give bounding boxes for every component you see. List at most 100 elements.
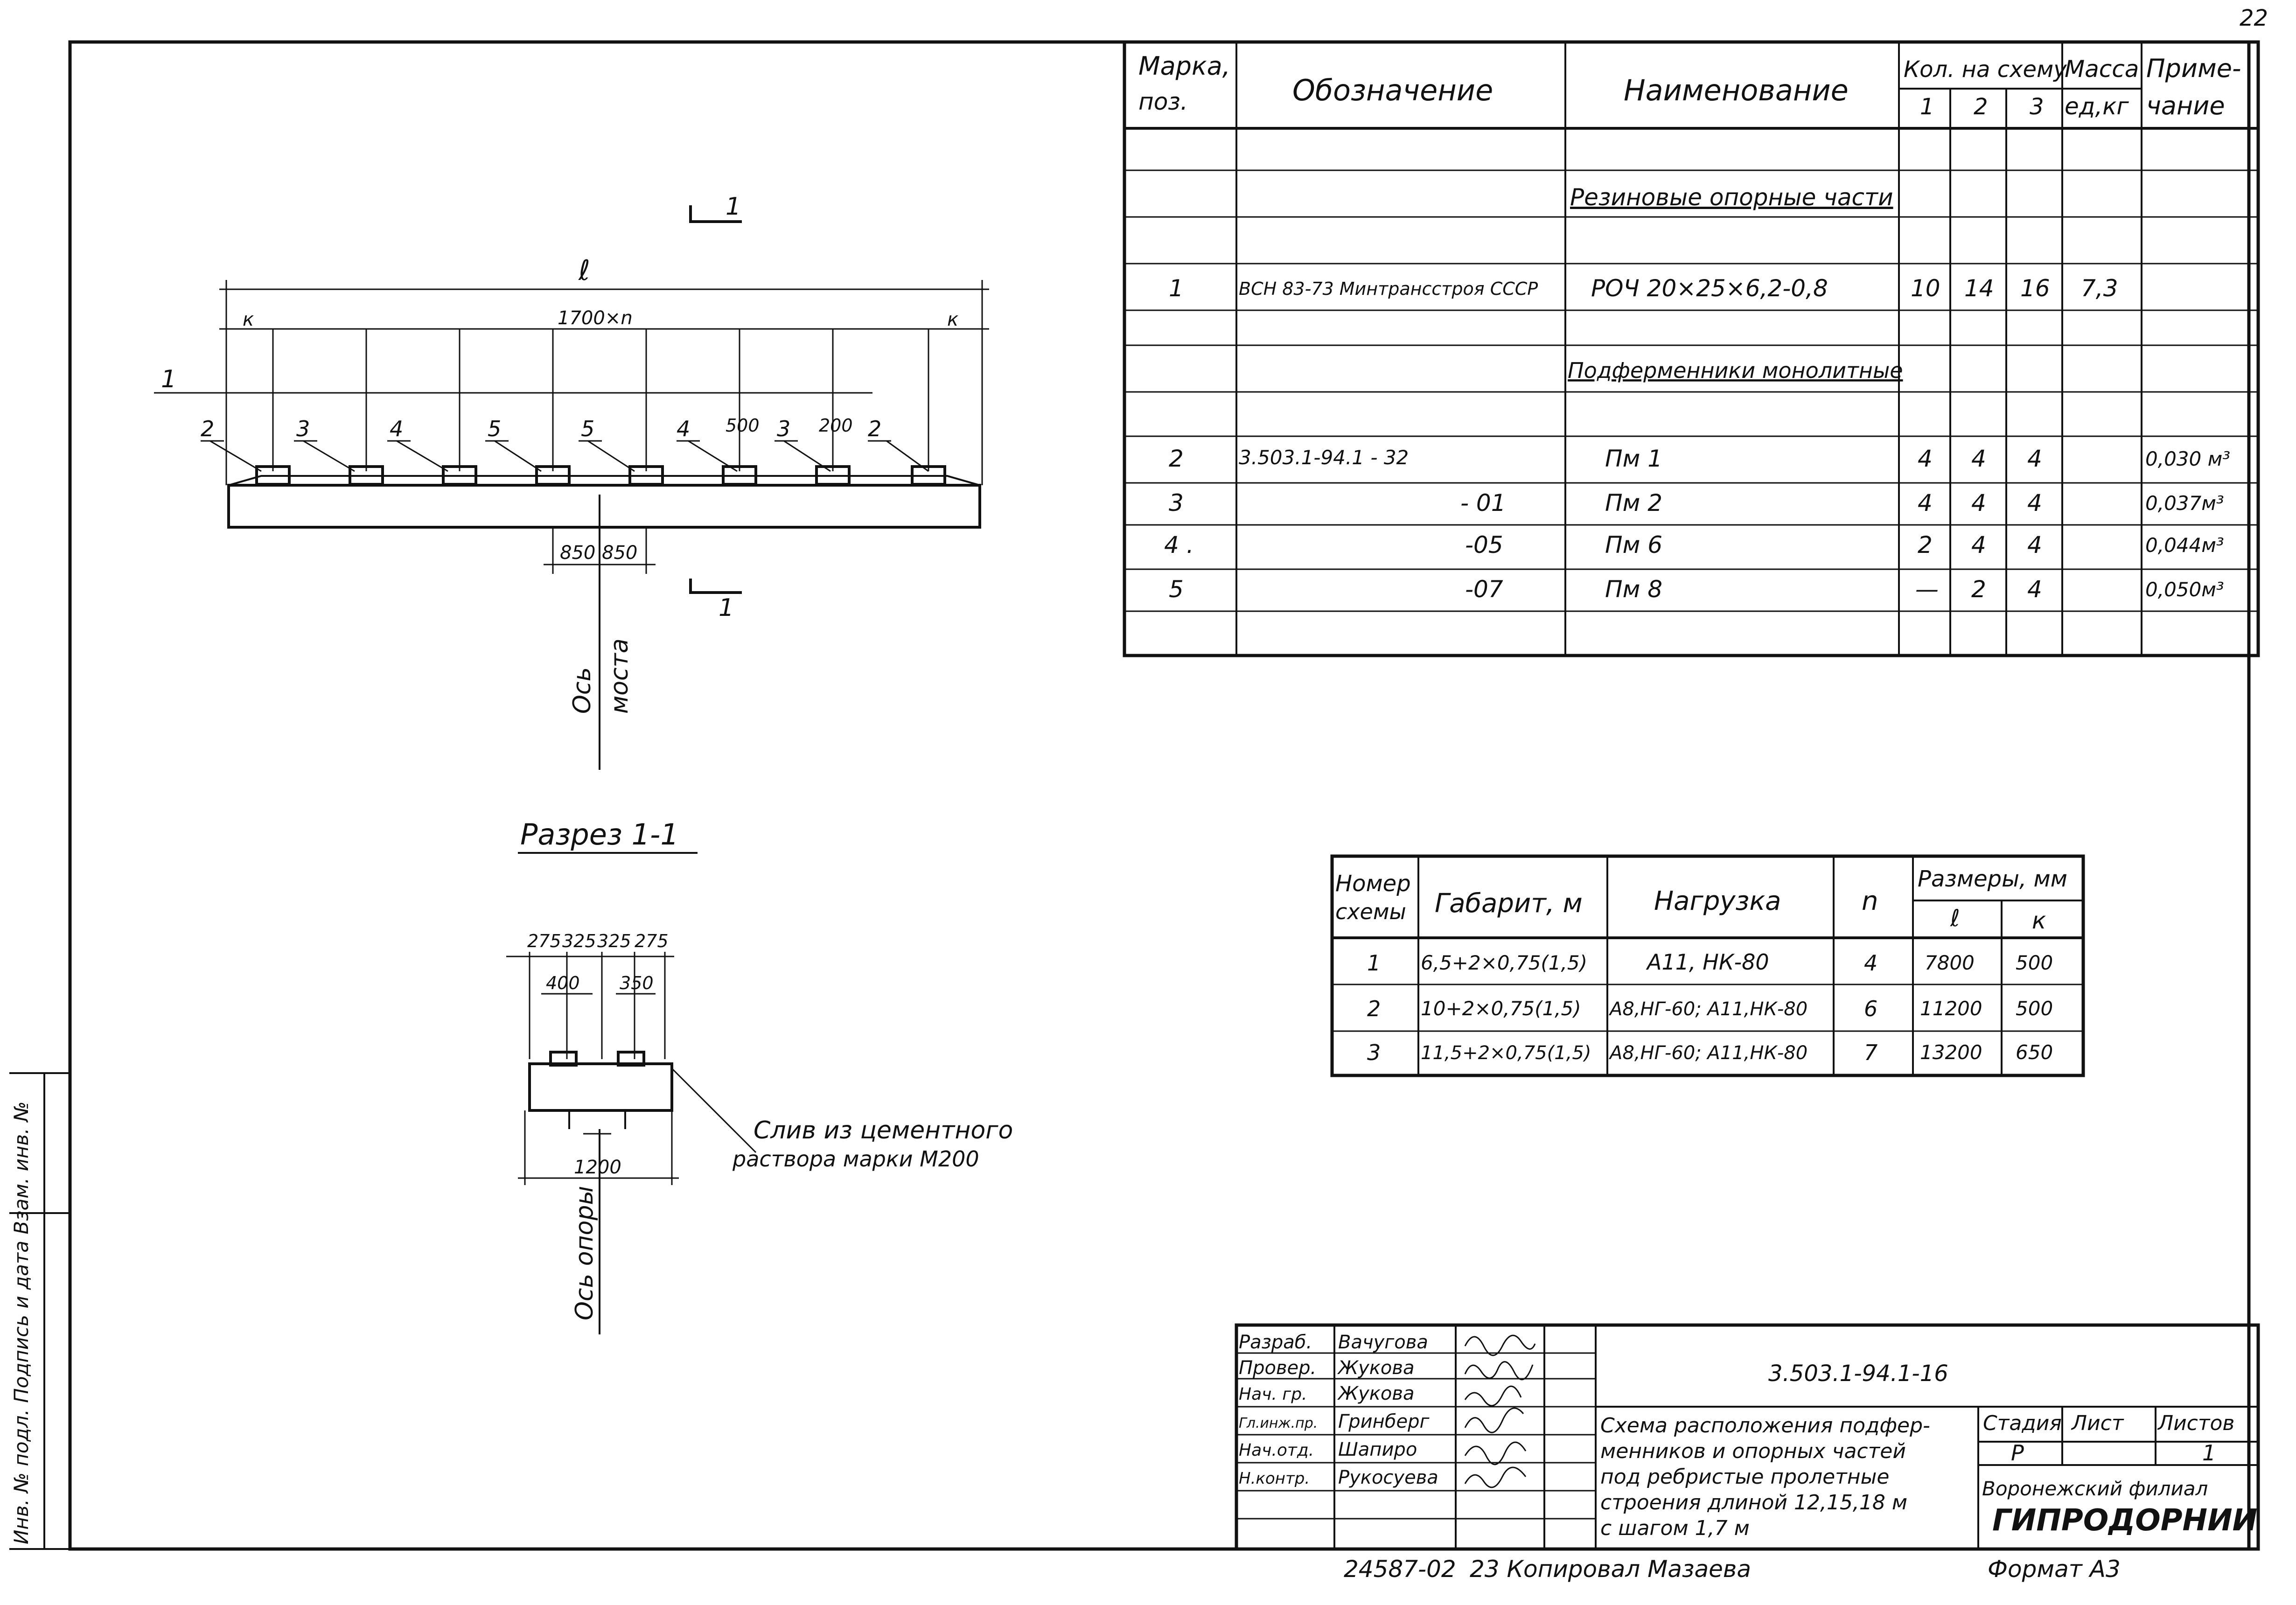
svg-text:1: 1	[1367, 950, 1381, 976]
svg-text:4: 4	[1971, 531, 1986, 558]
svg-text:0,050м³: 0,050м³	[2145, 578, 2224, 601]
svg-text:0,044м³: 0,044м³	[2145, 534, 2224, 557]
svg-text:4: 4	[1864, 950, 1877, 976]
svg-text:5: 5	[1169, 576, 1184, 603]
pad-extension-lines	[272, 329, 929, 471]
sheets-value: 1	[2202, 1440, 2216, 1465]
pour-leader	[671, 1068, 757, 1153]
bearing-pads	[255, 465, 946, 486]
header-sizes: Размеры, мм	[1918, 866, 2067, 892]
dim-200: 200	[819, 415, 853, 436]
dim-k-left: к	[243, 309, 254, 330]
pad-label: 4	[390, 416, 403, 441]
svg-text:4: 4	[1971, 489, 1986, 516]
svg-text:2: 2	[1918, 531, 1933, 558]
svg-text:Пм 6: Пм 6	[1605, 531, 1662, 558]
svg-text:7,3: 7,3	[2081, 275, 2118, 302]
svg-text:ВСН 83-73 Минтрансстроя СССР: ВСН 83-73 Минтрансстроя СССР	[1239, 279, 1538, 299]
svg-text:500: 500	[2016, 951, 2053, 974]
header-mass: Масса	[2065, 56, 2139, 83]
pad-label: 3	[296, 416, 310, 441]
svg-text:4: 4	[2027, 576, 2042, 603]
pad-label: 2	[201, 416, 214, 441]
section-cap	[528, 1062, 673, 1112]
header-pos: поз.	[1138, 88, 1188, 115]
svg-text:А8,НГ-60; А11,НК-80: А8,НГ-60; А11,НК-80	[1608, 998, 1807, 1020]
table-row: 1 6,5+2×0,75(1,5) А11, НК-80 4 7800 500	[1367, 949, 2053, 976]
format-label: Формат А3	[1988, 1556, 2121, 1583]
section-view: Разрез 1-1 275 325 325 275 400 350 1200 …	[506, 817, 1013, 1334]
svg-text:2: 2	[1169, 445, 1184, 472]
svg-text:4: 4	[2027, 489, 2042, 516]
section-mark-top	[689, 205, 742, 223]
svg-text:строения длиной 12,15,18 м: строения длиной 12,15,18 м	[1600, 1491, 1907, 1514]
pad-label: 5	[488, 416, 501, 441]
margin-stamp: Инв. № подл. Подпись и дата Взам. инв. №	[10, 1101, 33, 1544]
pour-note-2: раствора марки М200	[732, 1146, 979, 1172]
mortar-layer	[228, 475, 980, 486]
signatures-list: Разраб. Вачугова Провер. Жукова Нач. гр.…	[1239, 1332, 1438, 1488]
dim-325-left: 325	[562, 931, 596, 951]
svg-text:14: 14	[1964, 275, 1994, 302]
svg-text:7: 7	[1864, 1040, 1877, 1065]
section-title: Разрез 1-1	[520, 817, 679, 851]
pad-label: 4	[677, 416, 690, 441]
axis-bridge-label-1: Ось	[568, 667, 596, 714]
svg-text:Схема расположения подфер-: Схема расположения подфер-	[1600, 1414, 1930, 1438]
svg-text:4: 4	[1918, 445, 1933, 472]
svg-text:—: —	[1915, 576, 1939, 603]
dim-350: 350	[620, 973, 654, 993]
table-row: 4 . -05 Пм 6 2 4 4 0,044м³	[1164, 531, 2224, 558]
dim-400: 400	[546, 973, 580, 993]
support-cap	[227, 484, 981, 529]
drawing-description: Схема расположения подфер- менников и оп…	[1600, 1414, 1930, 1540]
header-load: Нагрузка	[1654, 886, 1781, 916]
pad-labels: 2 3 4 5 5 4 3 2	[201, 416, 881, 441]
svg-text:11,5+2×0,75(1,5): 11,5+2×0,75(1,5)	[1421, 1042, 1591, 1064]
svg-text:Шапиро: Шапиро	[1338, 1439, 1417, 1460]
svg-text:0,037м³: 0,037м³	[2145, 492, 2224, 515]
sheets-label: Листов	[2157, 1411, 2234, 1435]
header-note: Приме-	[2146, 54, 2241, 83]
pad-leaders	[201, 440, 929, 472]
svg-text:6,5+2×0,75(1,5): 6,5+2×0,75(1,5)	[1421, 951, 1587, 974]
header-qty-3: 3	[2030, 94, 2044, 120]
svg-text:А11, НК-80: А11, НК-80	[1646, 949, 1769, 975]
header-n: n	[1862, 886, 1878, 916]
table-row: 5 -07 Пм 8 — 2 4 0,050м³	[1169, 576, 2224, 603]
elevation-view: 1 1 ℓ к к 1700×n 1	[154, 193, 989, 770]
svg-text:Жукова: Жукова	[1337, 1357, 1414, 1379]
svg-text:3: 3	[1169, 489, 1184, 516]
callout-1: 1	[161, 365, 176, 393]
svg-text:Пм 1: Пм 1	[1605, 445, 1662, 472]
svg-text:Вачугова: Вачугова	[1338, 1332, 1428, 1353]
dim-spacing: 1700×n	[558, 307, 633, 329]
svg-text:- 01: - 01	[1460, 489, 1506, 516]
header-gabarit: Габарит, м	[1435, 888, 1583, 919]
dim-325-right: 325	[597, 931, 631, 951]
svg-text:4: 4	[2027, 531, 2042, 558]
svg-text:6: 6	[1864, 996, 1877, 1021]
archive-number: 24587-02	[1344, 1556, 1456, 1583]
svg-text:А8,НГ-60; А11,НК-80: А8,НГ-60; А11,НК-80	[1608, 1042, 1807, 1064]
header-name: Наименование	[1624, 73, 1849, 107]
svg-text:3: 3	[1367, 1040, 1381, 1065]
header-qty-2: 2	[1974, 94, 1988, 120]
svg-text:Пм 8: Пм 8	[1605, 576, 1662, 603]
dim-275-left: 275	[527, 931, 561, 951]
svg-text:Рукосуева: Рукосуева	[1338, 1467, 1438, 1488]
dim-500: 500	[726, 415, 760, 436]
header-qty: Кол. на схему	[1904, 56, 2067, 83]
header-note-2: чание	[2146, 91, 2225, 120]
svg-text:Нач. гр.: Нач. гр.	[1239, 1385, 1307, 1404]
svg-text:3.503.1-94.1 - 32: 3.503.1-94.1 - 32	[1239, 446, 1409, 469]
org-name: ГИПРОДОРНИИ	[1992, 1503, 2257, 1538]
svg-text:-07: -07	[1465, 576, 1503, 603]
svg-text:2: 2	[1367, 996, 1381, 1021]
copied-by: 23 Копировал Мазаева	[1470, 1556, 1751, 1583]
header-scheme-num: Номер	[1335, 871, 1411, 897]
sheet-border	[68, 40, 2251, 1551]
header-scheme-num-2: схемы	[1335, 899, 1406, 924]
stage-label: Стадия	[1983, 1411, 2062, 1435]
header-designation: Обозначение	[1292, 73, 1493, 107]
